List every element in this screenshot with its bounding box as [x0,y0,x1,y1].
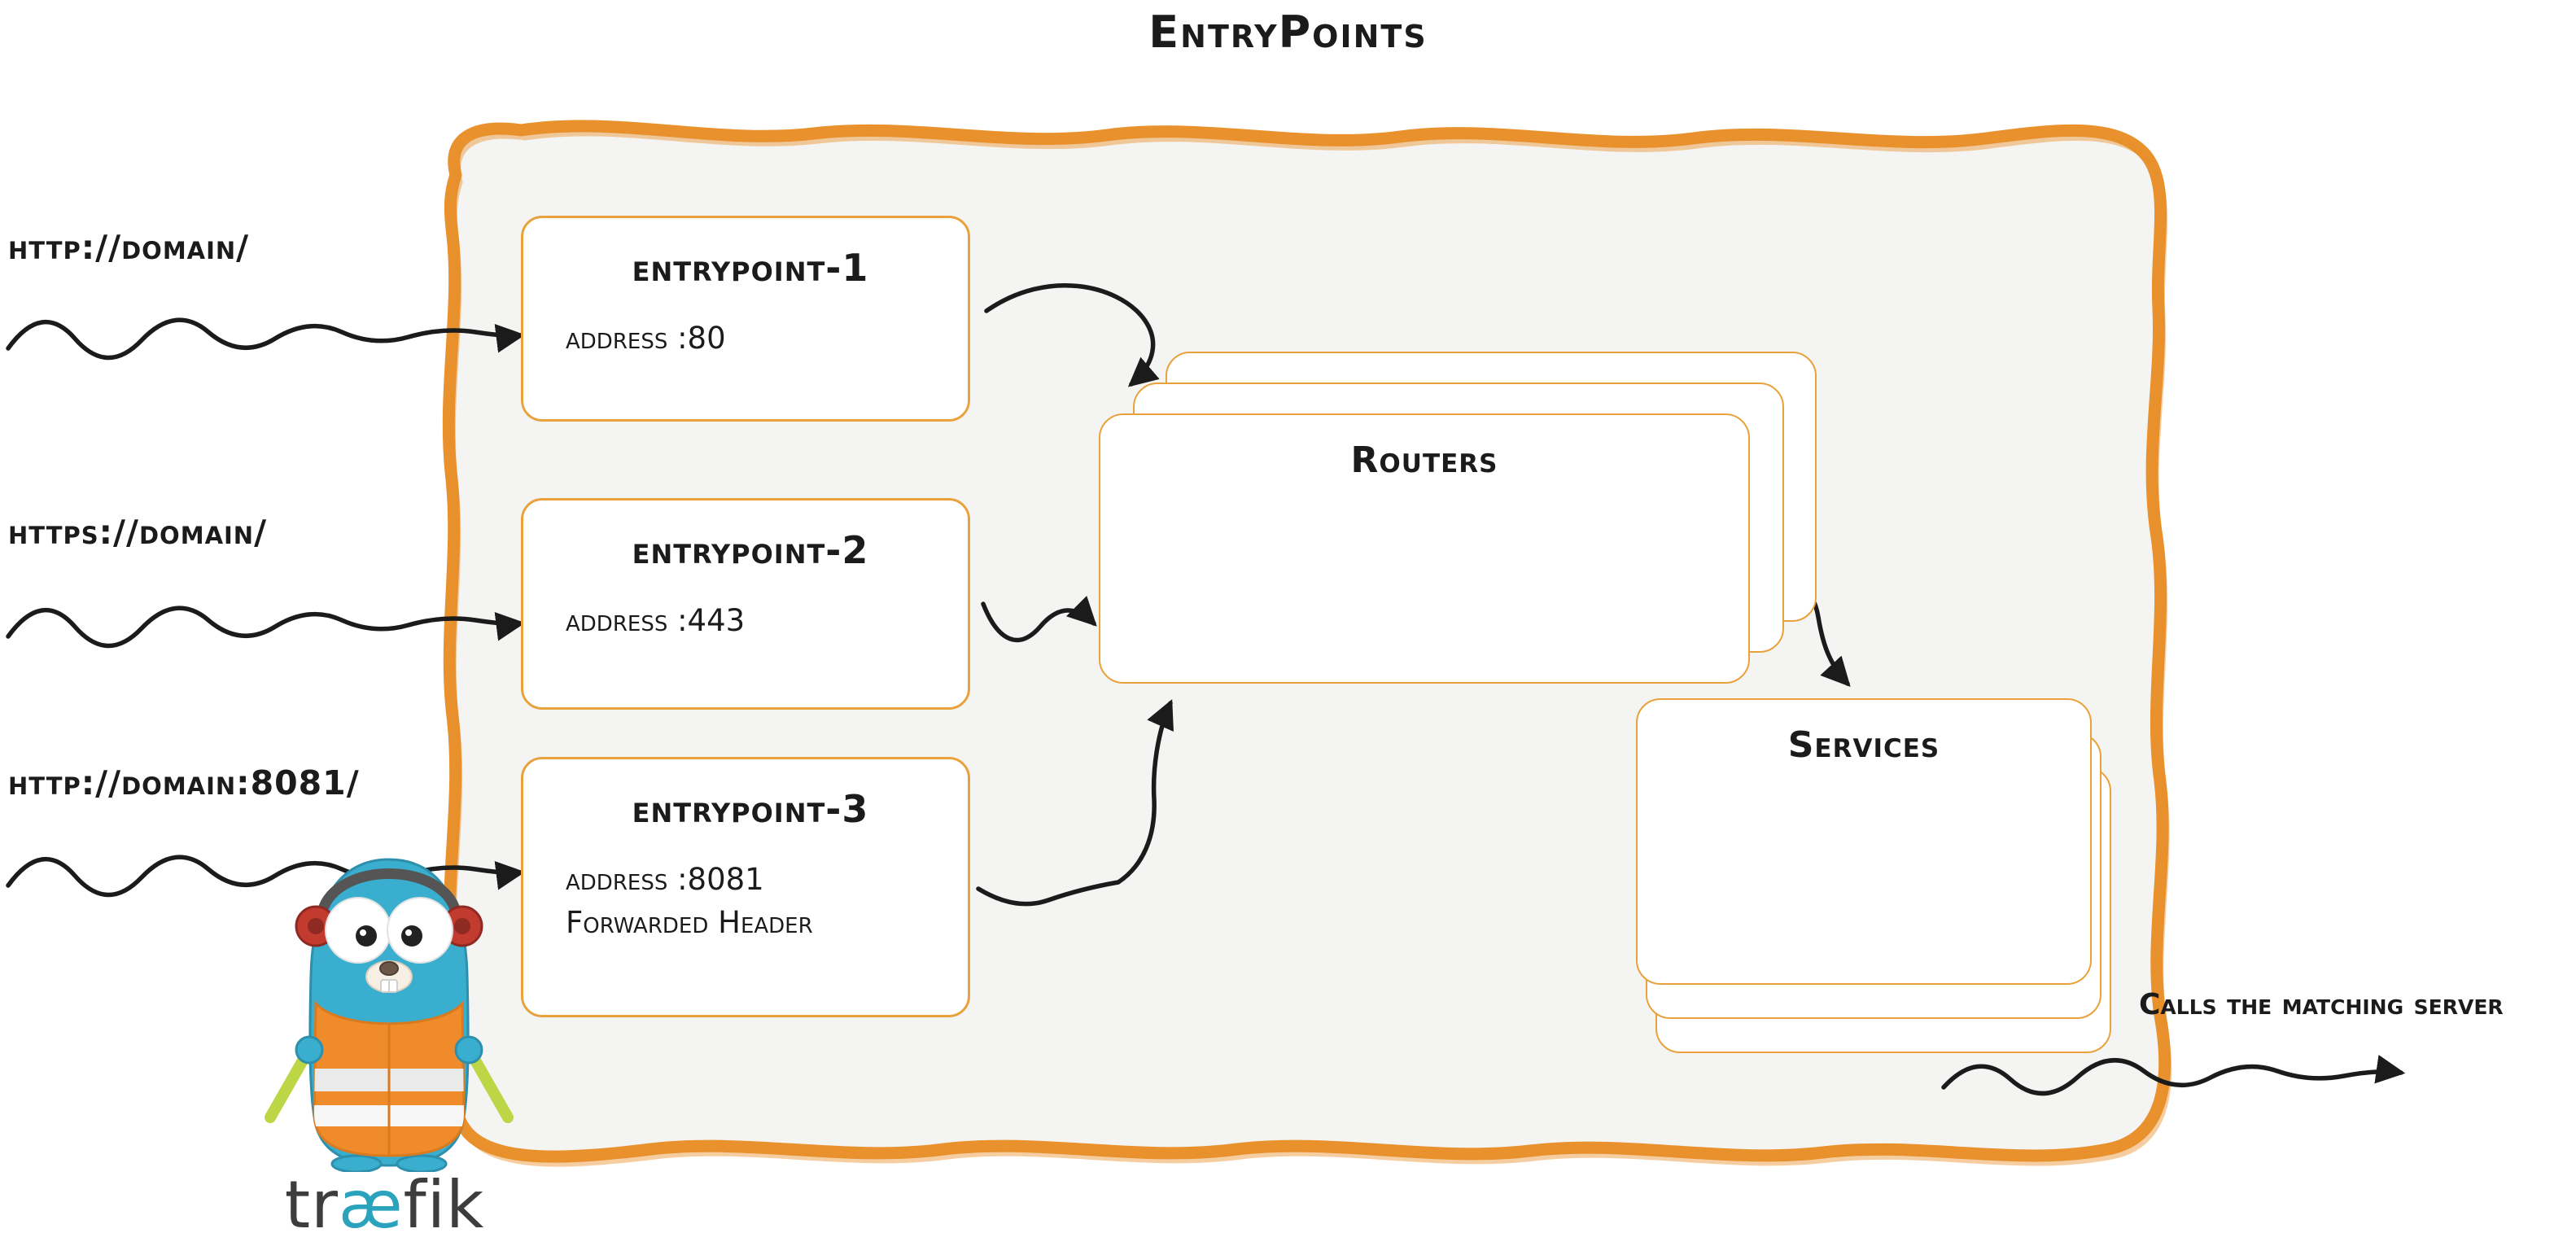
arrow-entrypoint2-to-routers [981,595,1097,643]
services-box: Services [1636,698,2092,985]
gopher-foot [396,1154,448,1172]
headphone-cup-inner [308,918,324,934]
services-label: Services [1787,724,1940,766]
calls-matching-server-label: Calls the matching server [2139,988,2504,1021]
arrow-services-to-server [1941,1055,2406,1096]
gopher-pupil-glint [405,929,412,936]
routers-label: Routers [1350,439,1498,481]
diagram-title: EntryPoints [1148,7,1428,58]
logo-prefix: tr [284,1167,339,1233]
arrow-request2-to-entrypoint2 [6,606,526,649]
entrypoint-2-box: entrypoint-2 address :443 [521,498,970,710]
request-label-http: http://domain/ [8,228,250,267]
right-wand-icon [466,1049,514,1123]
entrypoint-3-address: address :8081 [566,862,764,897]
entrypoint-2-address: address :443 [566,603,746,638]
entrypoint-3-forwarded-header: Forwarded Header [566,905,813,940]
traefik-gopher-icon [265,858,514,1172]
entrypoint-1-box: entrypoint-1 address :80 [521,216,970,422]
traefik-wordmark: træfik [244,1167,525,1233]
logo-ae: æ [338,1167,404,1233]
headphone-cup-inner [454,918,470,934]
entrypoint-2-name: entrypoint-2 [632,528,869,572]
gopher-pupil-glint [360,929,366,936]
entrypoint-3-box: entrypoint-3 address :8081 Forwarded Hea… [521,757,970,1017]
gopher-nose [379,961,399,976]
headphones-band-icon [317,868,461,917]
entrypoint-1-address: address :80 [566,321,726,356]
entrypoint-1-name: entrypoint-1 [632,246,869,290]
entrypoint-3-name: entrypoint-3 [632,787,869,831]
gopher-pupil [356,925,377,947]
request-label-https: https://domain/ [8,513,268,552]
gopher-hand [295,1035,324,1065]
request-label-http-8081: http://domain:8081/ [8,763,360,802]
left-wand-icon [265,1049,312,1123]
gopher-hand [454,1035,483,1065]
gopher-pupil [401,925,422,947]
logo-suffix: fik [403,1167,485,1233]
arrow-request3-to-entrypoint3 [6,855,526,898]
routers-box: Routers [1099,413,1750,684]
arrow-entrypoint3-to-routers [976,699,1174,907]
arrow-entrypoint1-to-routers [984,282,1160,387]
gopher-foot [330,1154,383,1172]
arrow-request1-to-entrypoint1 [6,317,526,361]
